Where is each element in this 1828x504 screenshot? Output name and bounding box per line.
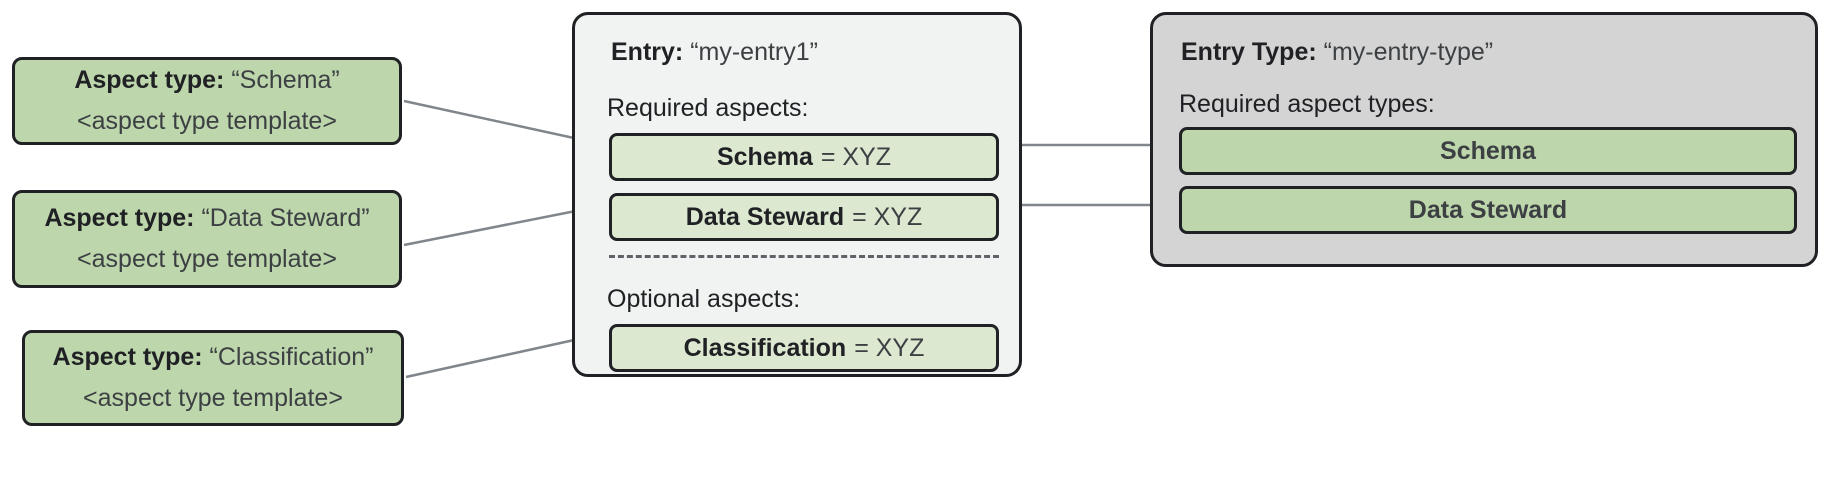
aspect-chip-value: = XYZ xyxy=(852,202,923,231)
aspect-chip-value: = XYZ xyxy=(820,142,892,171)
aspect-type-card-title: Aspect type: “Data Steward” xyxy=(44,203,370,233)
aspect-chip-name: Classification xyxy=(683,333,847,362)
entry-type-panel-name: “my-entry-type” xyxy=(1323,38,1494,66)
aspect-type-card-label: Aspect type: xyxy=(74,65,225,94)
aspect-type-card-name: “Data Steward” xyxy=(201,203,370,232)
aspect-type-card-name: “Classification” xyxy=(209,342,374,371)
entry-panel-name: “my-entry1” xyxy=(690,38,818,66)
aspect-type-card-schema: Aspect type: “Schema” <aspect type templ… xyxy=(12,57,402,145)
aspect-chip-name: Schema xyxy=(716,142,813,171)
aspect-type-card-label: Aspect type: xyxy=(52,342,203,371)
aspect-type-card-title: Aspect type: “Classification” xyxy=(52,342,374,372)
aspect-chip-name: Data Steward xyxy=(685,202,845,231)
entry-type-required-aspect-types-label: Required aspect types: xyxy=(1179,90,1435,118)
entry-required-aspect-data-steward: Data Steward = XYZ xyxy=(609,193,999,241)
entry-required-aspects-label: Required aspects: xyxy=(607,94,809,122)
entry-panel: Entry: “my-entry1” Required aspects: Sch… xyxy=(572,12,1022,377)
entry-required-aspect-schema: Schema = XYZ xyxy=(609,133,999,181)
aspect-type-card-template: <aspect type template> xyxy=(77,107,337,135)
aspect-type-card-data-steward: Aspect type: “Data Steward” <aspect type… xyxy=(12,190,402,288)
aspect-type-card-template: <aspect type template> xyxy=(83,384,343,412)
entry-type-required-aspect-type-data-steward: Data Steward xyxy=(1179,186,1797,234)
entry-panel-title: Entry: “my-entry1” xyxy=(611,37,993,67)
entry-optional-aspect-classification: Classification = XYZ xyxy=(609,324,999,372)
aspect-type-card-name: “Schema” xyxy=(231,65,340,94)
aspect-chip-value: = XYZ xyxy=(854,333,925,362)
entry-type-panel: Entry Type: “my-entry-type” Required asp… xyxy=(1150,12,1818,267)
aspect-type-card-title: Aspect type: “Schema” xyxy=(74,65,340,95)
entry-type-required-aspect-type-schema: Schema xyxy=(1179,127,1797,175)
aspect-type-card-label: Aspect type: xyxy=(44,203,195,232)
entry-optional-aspects-label: Optional aspects: xyxy=(607,285,801,313)
entry-panel-label: Entry: xyxy=(611,38,684,66)
entry-panel-divider xyxy=(609,255,999,258)
entry-type-panel-label: Entry Type: xyxy=(1181,38,1317,66)
aspect-type-card-template: <aspect type template> xyxy=(77,245,337,273)
aspect-type-card-classification: Aspect type: “Classification” <aspect ty… xyxy=(22,330,404,426)
entry-type-panel-title: Entry Type: “my-entry-type” xyxy=(1181,37,1793,67)
